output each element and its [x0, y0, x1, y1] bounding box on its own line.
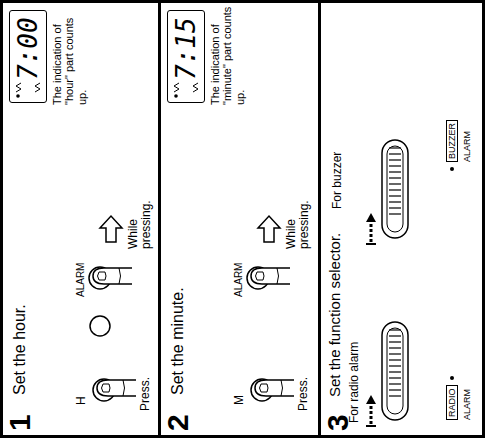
ridge: [389, 359, 401, 360]
ridge: [389, 353, 401, 354]
hollow-arrow: [258, 216, 280, 242]
indicator-mark: [174, 83, 198, 92]
ridge: [389, 153, 401, 154]
step-panel: 7:00 1 Set the hour. H Press. ALARM While pres…: [0, 0, 161, 438]
display-note: The indication of "minute" part counts u…: [209, 5, 246, 105]
switch-ridges: [389, 330, 401, 396]
button-label: ALARM: [75, 263, 86, 297]
ridge: [389, 195, 401, 196]
finger: [255, 380, 294, 396]
option-label: For radio alarm: [348, 342, 361, 423]
instruction: While pressing.: [285, 187, 312, 249]
step-heading: Set the minute.: [169, 287, 187, 395]
display-digits: 7:00: [15, 11, 41, 80]
switch-label: ALARM: [462, 131, 472, 162]
step-number: 1: [3, 414, 37, 431]
ridge: [389, 365, 401, 366]
indicator-dot: [16, 94, 20, 98]
ridge: [389, 377, 401, 378]
plain-button: [90, 316, 110, 336]
hollow-arrow: [100, 216, 122, 242]
ridge: [389, 335, 401, 336]
step-three-art: [366, 140, 454, 426]
instruction: Press.: [139, 377, 152, 411]
ridge: [389, 341, 401, 342]
ridge: [389, 395, 401, 396]
option-label: For buzzer: [331, 152, 344, 209]
ridge: [389, 165, 401, 166]
slide-switch: [382, 140, 408, 238]
lcd-display: 7:15: [167, 10, 205, 103]
lcd-display: 7:00: [9, 10, 47, 103]
indicator-mark: [16, 83, 40, 92]
step-panel: 3Set the function selector.For radio ala…: [318, 0, 485, 438]
step-number: 2: [161, 414, 195, 431]
display-digits: 7:15: [173, 11, 199, 80]
slide-track: [387, 146, 403, 232]
step-heading: Set the hour.: [11, 304, 29, 395]
switch-label: BUZZER: [446, 120, 458, 162]
switch-label: RADIO: [446, 385, 458, 420]
position-dot: [450, 376, 454, 380]
ridge: [389, 201, 401, 202]
ridge: [389, 183, 401, 184]
switch-ridges: [389, 148, 401, 214]
indicator-dot: [174, 94, 178, 98]
finger: [97, 380, 136, 396]
ridge: [389, 213, 401, 214]
ridge: [389, 159, 401, 160]
instruction: While pressing.: [127, 187, 154, 249]
slide-track: [387, 328, 403, 414]
slide-switch: [382, 322, 408, 420]
button-label: ALARM: [233, 263, 244, 297]
ridge: [389, 347, 401, 348]
ridge: [389, 177, 401, 178]
ridge: [389, 329, 401, 330]
finger: [93, 268, 132, 284]
ridge: [389, 389, 401, 390]
ridge: [389, 371, 401, 372]
button-label: M: [233, 395, 246, 405]
button-label: H: [75, 396, 88, 405]
finger: [251, 268, 290, 284]
ridge: [389, 383, 401, 384]
switch-label: ALARM: [462, 389, 472, 420]
slide-arrow: [366, 395, 376, 426]
instruction: Press.: [297, 377, 310, 411]
ridge: [389, 207, 401, 208]
step-panel: 7:15 2 Set the minute. M Press. ALARM While pr…: [158, 0, 321, 438]
ridge: [389, 147, 401, 148]
ridge: [389, 171, 401, 172]
ridge: [389, 189, 401, 190]
step-heading: Set the function selector.: [327, 233, 344, 397]
slide-arrow: [366, 213, 376, 244]
lcd-icons: [171, 81, 201, 99]
lcd-icons: [13, 81, 43, 99]
display-note: The indication of "hour" part counts up.: [51, 5, 88, 105]
position-dot: [450, 167, 454, 171]
